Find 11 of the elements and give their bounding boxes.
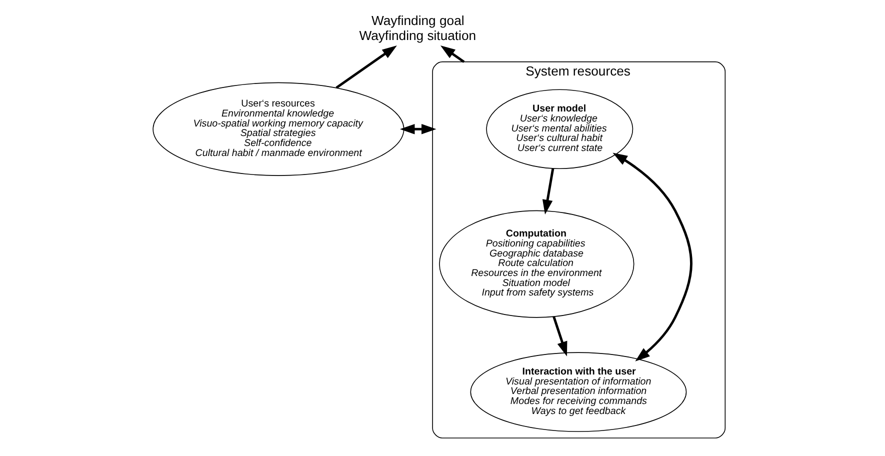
arrow [336, 45, 397, 89]
node-ellipse: User‘s resources Environmental knowledge Visuo-spatial working memory capacity Spatial strategies Self-confidence Cultural habit / manmade environment [152, 82, 404, 176]
node-ellipse: Computation Positioning capabilities Geographic database Route calculation Resources in the environment Situation model Input from safety systems [439, 210, 634, 318]
node-text: Wayfinding goal Wayfinding situation [359, 13, 476, 43]
arrow [440, 45, 465, 63]
arrow [542, 168, 554, 215]
node-ellipse: User model User‘s knowledge User‘s mental abilities User‘s cultural habit User‘s current state [486, 89, 634, 170]
arrow [552, 316, 568, 356]
arrow [612, 152, 692, 362]
node-ellipse: Interaction with the user Visual presentation of information Verbal presentation information Modes for receiving commands Ways to get feedback [470, 352, 687, 432]
arrow [400, 124, 436, 134]
